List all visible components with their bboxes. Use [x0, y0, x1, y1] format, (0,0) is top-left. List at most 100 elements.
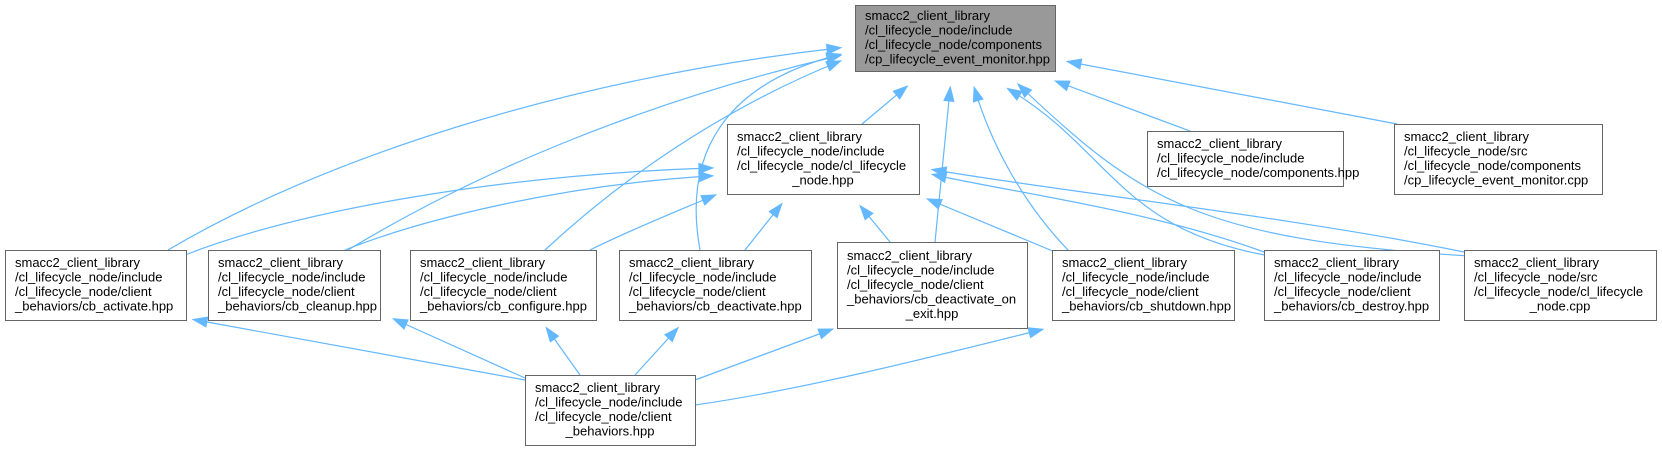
edge-line — [544, 61, 839, 251]
arrowhead-icon — [859, 204, 874, 221]
arrowhead-icon — [930, 166, 948, 178]
file-node[interactable]: smacc2_client_library/cl_lifecycle_node/… — [208, 250, 381, 321]
node-label-line: /cl_lifecycle_node/client — [535, 409, 672, 424]
edge-n11-to-n1 — [930, 166, 1465, 253]
file-node[interactable]: smacc2_client_library/cl_lifecycle_node/… — [1394, 124, 1603, 195]
node-label-line: _behaviors/cb_deactivate_on — [846, 291, 1016, 306]
file-node[interactable]: smacc2_client_library/cl_lifecycle_node/… — [1264, 250, 1440, 321]
node-label-line: smacc2_client_library — [535, 380, 660, 395]
edge-line — [934, 169, 1465, 253]
edge-n12-to-n9 — [694, 327, 1045, 406]
arrowhead-icon — [943, 85, 955, 103]
file-node[interactable]: smacc2_client_library/cl_lifecycle_node/… — [5, 250, 187, 321]
node-label-line: _behaviors.hpp — [565, 424, 655, 439]
file-node[interactable]: smacc2_client_library/cl_lifecycle_node/… — [837, 242, 1028, 329]
arrowhead-icon — [892, 85, 909, 100]
edge-n12-to-n8 — [694, 328, 835, 381]
node-label-line: /cl_lifecycle_node/include — [218, 270, 365, 285]
node-label-line: _node.cpp — [1529, 299, 1591, 314]
edge-n4-to-n1 — [184, 162, 715, 256]
node-box — [1394, 124, 1603, 195]
arrowhead-icon — [698, 171, 715, 183]
arrowhead-icon — [972, 85, 984, 103]
node-label-line: /cl_lifecycle_node/include — [865, 23, 1012, 38]
node-label-line: /cl_lifecycle_node/include — [1274, 270, 1421, 285]
arrowhead-icon — [817, 328, 835, 340]
node-label-line: _behaviors/cb_destroy.hpp — [1273, 299, 1429, 314]
node-label-line: _exit.hpp — [905, 306, 959, 321]
arrowhead-icon — [545, 326, 560, 343]
file-node[interactable]: smacc2_client_library/cl_lifecycle_node/… — [1147, 131, 1360, 187]
node-label-line: /cl_lifecycle_node/cl_lifecycle — [1474, 284, 1643, 299]
node-box — [619, 250, 812, 321]
edge-n6-to-n1 — [589, 194, 718, 251]
node-label-line: /cp_lifecycle_event_monitor.hpp — [865, 52, 1050, 67]
edge-line — [1057, 81, 1191, 132]
node-label-line: /cl_lifecycle_node/include — [420, 270, 567, 285]
arrowhead-icon — [925, 198, 943, 210]
edge-line — [167, 47, 839, 251]
node-label-line: /cl_lifecycle_node/include — [629, 270, 776, 285]
node-label-line: _behaviors/cb_configure.hpp — [419, 299, 587, 314]
file-node[interactable]: smacc2_client_library/cl_lifecycle_node/… — [410, 250, 597, 321]
file-node[interactable]: smacc2_client_library/cl_lifecycle_node/… — [619, 250, 812, 321]
node-label-line: smacc2_client_library — [1404, 129, 1529, 144]
file-node[interactable]: smacc2_client_library/cl_lifecycle_node/… — [1052, 250, 1235, 321]
node-label-line: /cl_lifecycle_node/client — [420, 284, 557, 299]
edge-line — [694, 329, 1041, 406]
node-label-line: smacc2_client_library — [1474, 255, 1599, 270]
edge-line — [344, 175, 711, 251]
node-box — [525, 375, 696, 446]
edge-n7-to-n0 — [695, 52, 843, 251]
node-label-line: /cl_lifecycle_node/include — [1157, 150, 1304, 165]
node-label-line: _node.hpp — [791, 173, 853, 188]
node-label-line: /cl_lifecycle_node/client — [1274, 284, 1411, 299]
node-label-line: _behaviors/cb_activate.hpp — [14, 299, 173, 314]
node-label-line: _behaviors/cb_shutdown.hpp — [1061, 299, 1231, 314]
node-label-line: smacc2_client_library — [1062, 255, 1187, 270]
arrowhead-icon — [768, 202, 783, 219]
node-label-line: /cl_lifecycle_node/components — [865, 37, 1043, 52]
arrowhead-icon — [698, 162, 715, 175]
node-box — [837, 242, 1028, 329]
node-label-line: /cl_lifecycle_node/src — [1474, 270, 1598, 285]
edge-line — [589, 195, 714, 251]
edge-line — [695, 54, 839, 251]
node-box — [727, 124, 920, 195]
node-label-line: _behaviors/cb_cleanup.hpp — [217, 299, 377, 314]
node-label-line: /cl_lifecycle_node/src — [1404, 144, 1528, 159]
arrowhead-icon — [825, 43, 843, 55]
file-node[interactable]: smacc2_client_library/cl_lifecycle_node/… — [727, 124, 920, 195]
node-label-line: /cl_lifecycle_node/include — [1062, 270, 1209, 285]
node-label-line: smacc2_client_library — [1274, 255, 1399, 270]
arrowhead-icon — [700, 194, 718, 206]
edge-line — [934, 174, 1265, 253]
node-label-line: smacc2_client_library — [629, 255, 754, 270]
arrowhead-icon — [1053, 80, 1071, 92]
arrowhead-icon — [1016, 82, 1033, 99]
node-label-line: smacc2_client_library — [1157, 136, 1282, 151]
edge-n3-to-n0 — [1065, 58, 1398, 125]
arrowhead-icon — [1065, 58, 1083, 70]
edge-line — [347, 55, 839, 251]
focus-file-node[interactable]: smacc2_client_library/cl_lifecycle_node/… — [855, 5, 1056, 72]
edge-n9-to-n0 — [972, 85, 1069, 251]
node-box — [1264, 250, 1440, 321]
file-node[interactable]: smacc2_client_library/cl_lifecycle_node/… — [525, 375, 696, 446]
arrowhead-icon — [191, 316, 209, 328]
node-label-line: /cl_lifecycle_node/components — [1404, 158, 1582, 173]
node-box — [5, 250, 187, 321]
edge-n12-to-n4 — [191, 316, 526, 381]
arrowhead-icon — [1027, 327, 1045, 339]
node-label-line: /cl_lifecycle_node/include — [847, 262, 994, 277]
node-label-line: /cl_lifecycle_node/client — [15, 284, 152, 299]
edge-line — [934, 89, 951, 243]
node-box — [1052, 250, 1235, 321]
node-box — [1147, 131, 1344, 187]
edge-n9-to-n1 — [925, 198, 1056, 253]
edge-n11-to-n0 — [1016, 82, 1471, 257]
file-node[interactable]: smacc2_client_library/cl_lifecycle_node/… — [1464, 250, 1657, 321]
arrowhead-icon — [391, 318, 409, 330]
node-label-line: smacc2_client_library — [737, 129, 862, 144]
node-label-line: /cl_lifecycle_node/client — [847, 277, 984, 292]
